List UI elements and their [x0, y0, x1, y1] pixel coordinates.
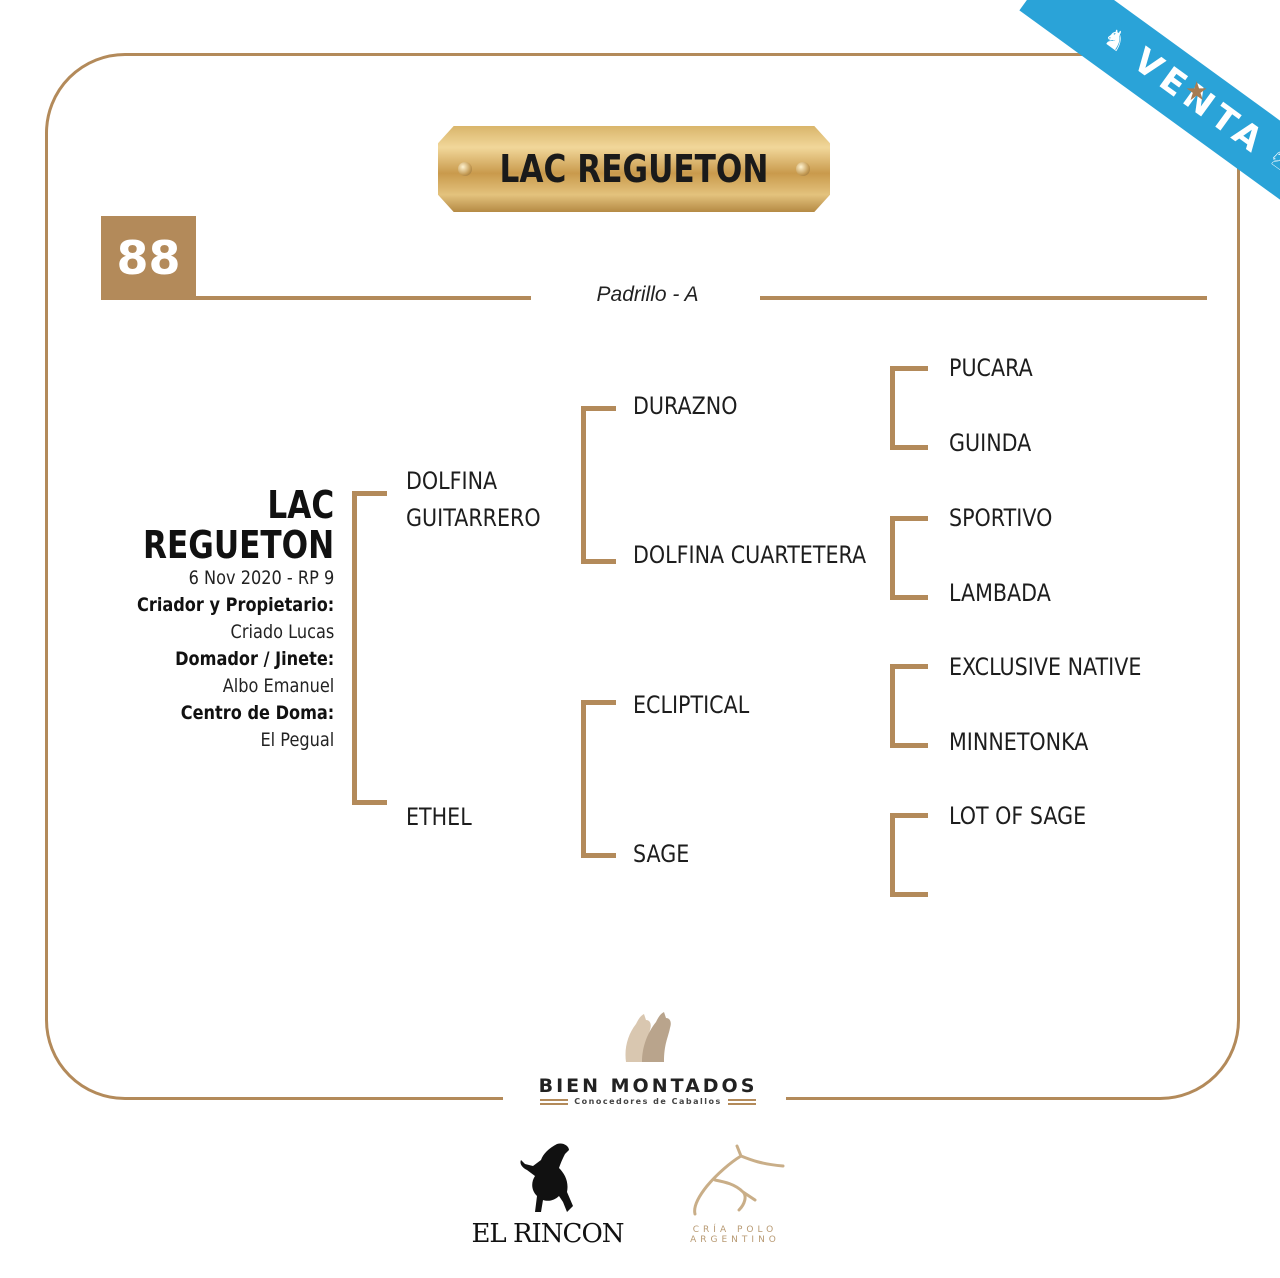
- cria-polo-line2: ARGENTINO: [690, 1235, 780, 1245]
- header-rule-right: [760, 296, 1207, 300]
- horse-heads-icon: [625, 1012, 671, 1062]
- bracket-dam-parents: [581, 700, 616, 858]
- el-rincon-logo: EL RINCON: [470, 1140, 625, 1249]
- bien-montados-title: BIEN MONTADOS: [538, 1075, 758, 1097]
- sire-dam-name: DOLFINA CUARTETERA: [633, 541, 867, 569]
- bracket-ggp-2: [890, 516, 928, 600]
- cria-polo-line1: CRÍA POLO: [692, 1225, 778, 1235]
- bien-montados-logo: BIEN MONTADOS Conocedores de Caballos: [528, 1010, 768, 1106]
- ggp-name: SPORTIVO: [949, 504, 1053, 532]
- sire-sire-name: DURAZNO: [633, 392, 738, 420]
- bracket-ggp-1: [890, 366, 928, 450]
- breeder-value: Criado Lucas: [230, 621, 334, 643]
- ggp-name: PUCARA: [949, 354, 1033, 382]
- header-rule-left: [101, 296, 531, 300]
- bracket-sire-parents: [581, 406, 616, 564]
- sale-ribbon: ♞ VENTA ♘: [980, 0, 1280, 240]
- dam-dam-name: SAGE: [633, 840, 690, 868]
- ggp-name: GUINDA: [949, 429, 1032, 457]
- dam-sire-name: ECLIPTICAL: [633, 691, 750, 719]
- cria-polo-logo: CRÍA POLO ARGENTINO: [680, 1140, 790, 1245]
- rearing-horse-icon: [519, 1143, 573, 1212]
- center-label: Centro de Doma:: [180, 702, 334, 724]
- rider-label: Domador / Jinete:: [174, 648, 334, 670]
- bien-montados-subtitle-row: Conocedores de Caballos: [528, 1097, 768, 1106]
- sire-name-line1: DOLFINA: [406, 467, 498, 495]
- sire-name-line2: GUITARRERO: [406, 504, 541, 532]
- bracket-ggp-3: [890, 664, 928, 748]
- ggp-name: LAMBADA: [949, 579, 1051, 607]
- bracket-ggp-4: [890, 813, 928, 897]
- ggp-name: EXCLUSIVE NATIVE: [949, 653, 1142, 681]
- bracket-parents: [352, 491, 387, 805]
- lot-category: Padrillo - A: [596, 283, 699, 306]
- breeder-label: Criador y Propietario:: [136, 594, 334, 616]
- horse-head-icon: ♞: [1096, 21, 1139, 63]
- horse-outline-icon: [693, 1144, 785, 1216]
- subject-name-line2: REGUETON: [142, 523, 334, 567]
- name-plaque: LAC REGUETON: [438, 126, 830, 212]
- rider-value: Albo Emanuel: [222, 675, 334, 697]
- rivet-icon: [796, 162, 810, 176]
- sale-ribbon-band: ♞ VENTA ♘: [1019, 0, 1280, 240]
- lot-number-badge: 88: [101, 216, 196, 299]
- el-rincon-title: EL RINCON: [471, 1219, 624, 1249]
- subject-info: LAC REGUETON 6 Nov 2020 - RP 9 Criador y…: [101, 485, 334, 754]
- dam-name: ETHEL: [406, 803, 472, 831]
- subject-birth: 6 Nov 2020 - RP 9: [188, 567, 334, 589]
- center-value: El Pegual: [260, 729, 334, 751]
- rivet-icon: [458, 162, 472, 176]
- frame-gap: [503, 1090, 786, 1110]
- polo-player-icon: ♘: [1261, 141, 1280, 183]
- subject-name-line1: LAC: [267, 483, 334, 527]
- ggp-name: LOT OF SAGE: [949, 802, 1087, 830]
- ggp-name: MINNETONKA: [949, 728, 1089, 756]
- star-icon: ★: [1185, 76, 1209, 106]
- plaque-title: LAC REGUETON: [499, 147, 769, 191]
- bien-montados-subtitle: Conocedores de Caballos: [574, 1097, 722, 1106]
